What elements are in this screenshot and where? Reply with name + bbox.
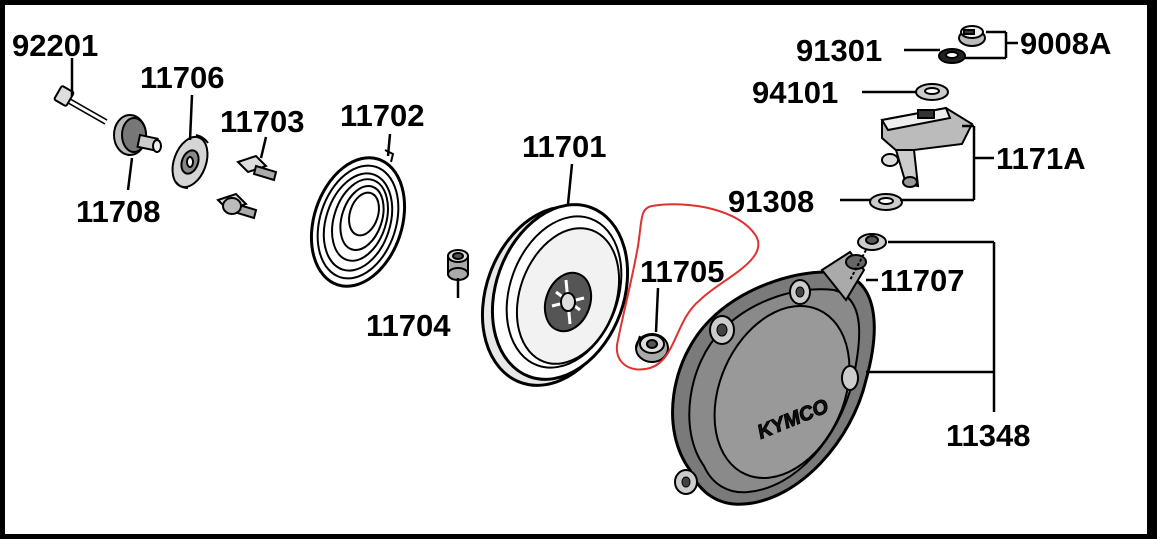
bushing-11705 (635, 333, 669, 363)
cap-9008A (958, 25, 986, 47)
label-11705: 11705 (640, 254, 725, 289)
label-11703: 11703 (220, 104, 305, 139)
label-11701: 11701 (522, 129, 607, 164)
label-11704: 11704 (366, 308, 451, 343)
part-number-labels: 92201 11706 11703 11702 11701 11708 1170… (12, 26, 1111, 453)
label-11706: 11706 (140, 60, 225, 95)
label-91301: 91301 (796, 33, 882, 68)
label-11707: 11707 (880, 263, 965, 298)
label-92201: 92201 (12, 28, 98, 63)
leader-lines (70, 30, 1018, 412)
bolt-92201 (53, 85, 108, 125)
pulley-11701 (480, 203, 630, 387)
label-91308: 91308 (728, 184, 814, 219)
label-94101: 94101 (752, 75, 838, 110)
label-11702: 11702 (340, 98, 425, 133)
label-1171A: 1171A (996, 141, 1086, 176)
pawls-11703 (216, 154, 278, 220)
guide-11707 (849, 233, 887, 281)
washer-94101 (915, 83, 949, 101)
handle-1171A (880, 106, 974, 188)
bushing-11704 (447, 249, 469, 281)
highlight-outline (615, 203, 760, 371)
washer-91308 (869, 193, 903, 211)
ratchet-disc-11706 (171, 134, 209, 189)
label-11708: 11708 (76, 194, 161, 229)
housing-11348: KYMCO (671, 250, 876, 506)
oring-91301 (938, 48, 966, 64)
label-9008A: 9008A (1020, 26, 1111, 61)
collar-11708 (113, 114, 162, 156)
spiral-spring-11702 (309, 149, 407, 288)
label-11348: 11348 (946, 418, 1031, 453)
